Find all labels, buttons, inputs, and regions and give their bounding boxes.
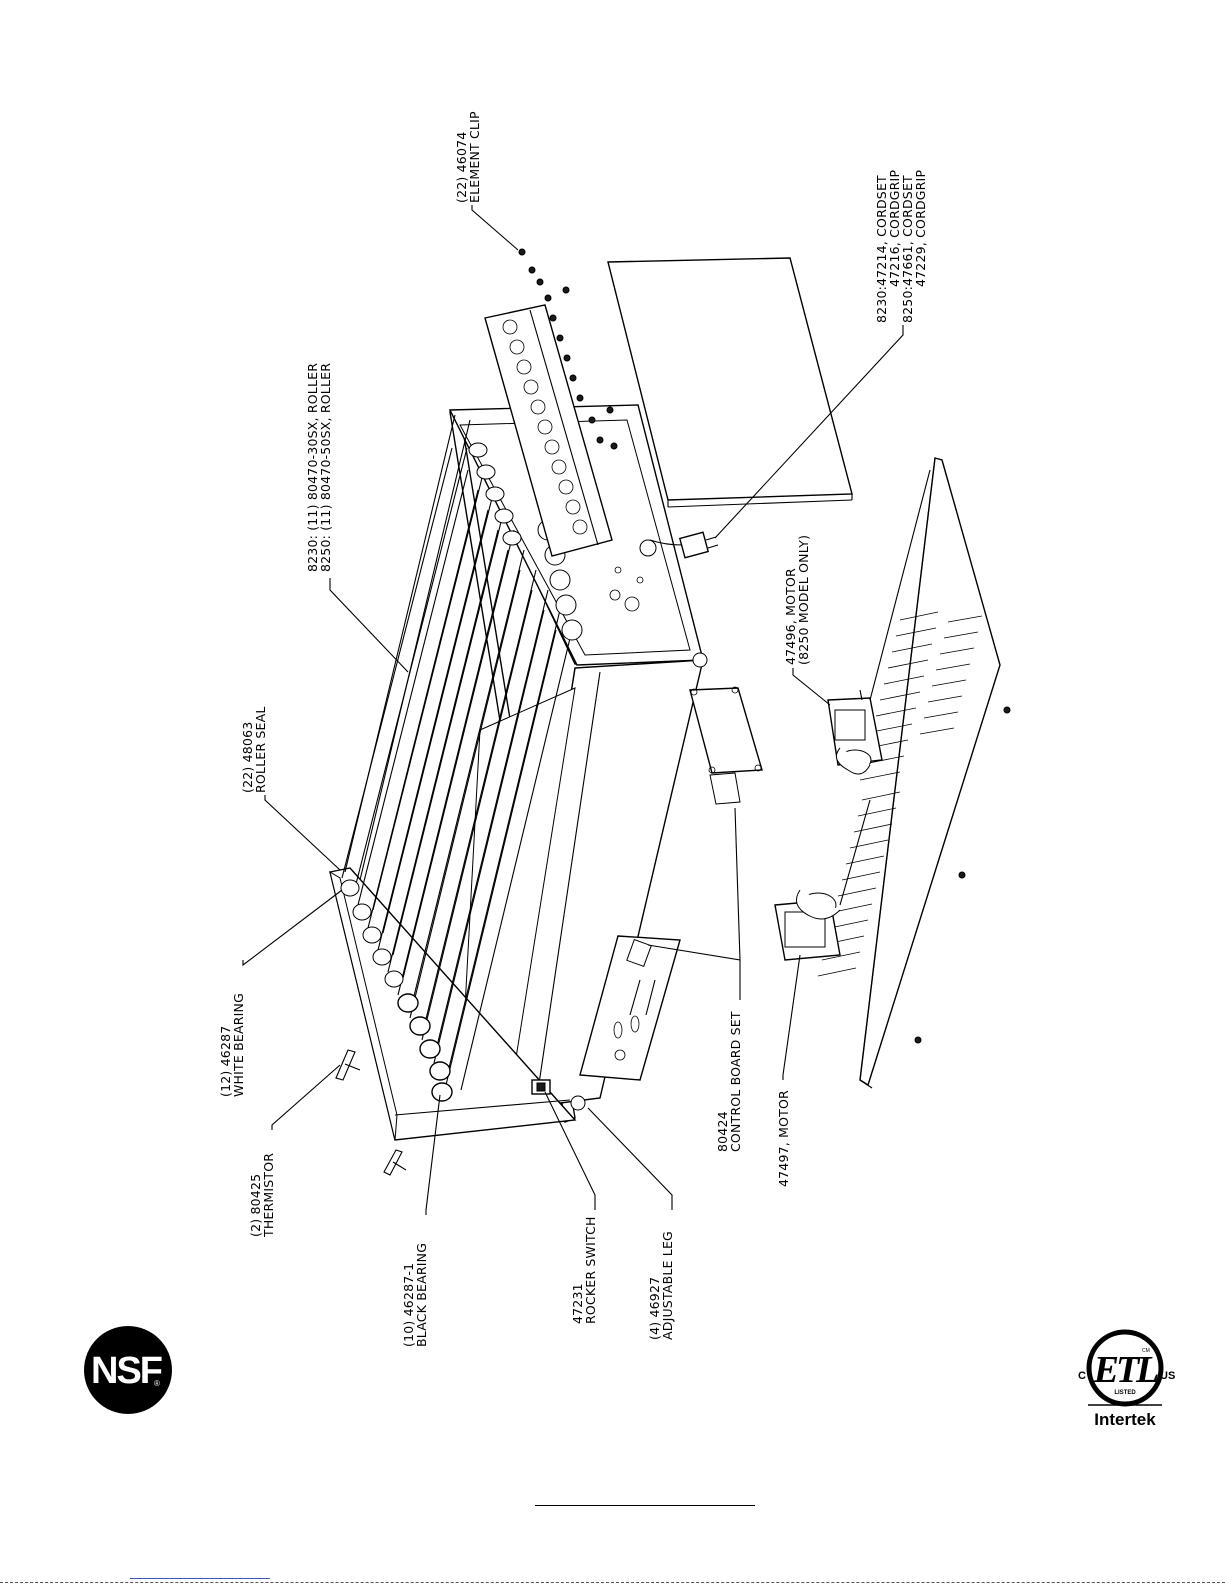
callout-cordset: 8230:47214, CORDSET 47216, CORDGRIP 8250… bbox=[874, 170, 928, 323]
thermistors bbox=[335, 1049, 407, 1176]
control-panel bbox=[531, 935, 681, 1095]
callout-black-bearing: (10) 46287-1 BLACK BEARING bbox=[401, 1243, 429, 1347]
roller-seal-name: ROLLER SEAL bbox=[253, 706, 268, 793]
callout-element-clip: (22) 46074 ELEMENT CLIP bbox=[454, 111, 482, 203]
callout-thermistor: (2) 80425 THERMISTOR bbox=[248, 1153, 276, 1238]
white-bearing-qty: (12) 46287 bbox=[218, 1026, 233, 1097]
adjustable-leg-name: ADJUSTABLE LEG bbox=[660, 1231, 675, 1340]
cordset-line-4: 47229, CORDGRIP bbox=[913, 170, 928, 287]
page-bottom-rule bbox=[0, 1582, 1225, 1583]
roller-seal-qty: (22) 48063 bbox=[240, 722, 255, 793]
cordset-plug bbox=[649, 531, 719, 559]
cordset-line-1: 8230:47214, CORDSET bbox=[874, 175, 889, 323]
element-clip-qty: (22) 46074 bbox=[454, 132, 469, 203]
etl-logo-text: ETL bbox=[1093, 1349, 1159, 1391]
cordset-line-2: 47216, CORDGRIP bbox=[887, 170, 902, 287]
vents bbox=[817, 611, 983, 977]
rollers bbox=[341, 442, 657, 1091]
motor-main bbox=[774, 889, 841, 961]
etl-logo-c: C bbox=[1078, 1370, 1086, 1382]
etl-logo-cm: CM bbox=[1142, 1348, 1150, 1354]
adjustable-leg-qty: (4) 46927 bbox=[647, 1277, 662, 1340]
element-clip-name: ELEMENT CLIP bbox=[467, 111, 482, 203]
callout-rocker-switch: 47231 ROCKER SWITCH bbox=[570, 1216, 598, 1324]
nsf-logo: NSF ® bbox=[84, 1326, 172, 1414]
etl-logo-listed: LISTED bbox=[1114, 1390, 1136, 1396]
motor-8250-line-1: 47496, MOTOR bbox=[783, 568, 798, 665]
control-board-name: CONTROL BOARD SET bbox=[728, 1011, 743, 1152]
rocker-switch-name: ROCKER SWITCH bbox=[583, 1216, 598, 1324]
link-underline bbox=[130, 1578, 270, 1579]
white-bearing-name: WHITE BEARING bbox=[231, 993, 246, 1097]
motor-line-1: 47497, MOTOR bbox=[776, 1090, 791, 1187]
black-bearing-name: BLACK BEARING bbox=[414, 1243, 429, 1347]
roller-line-1: 8230: (11) 80470-30SX, ROLLER bbox=[305, 363, 320, 572]
roller-line-2: 8250: (11) 80470-50SX, ROLLER bbox=[318, 363, 333, 572]
intertek-text: Intertek bbox=[1094, 1410, 1156, 1429]
leader-lines bbox=[242, 205, 904, 1215]
thermistor-qty: (2) 80425 bbox=[248, 1174, 263, 1237]
callout-motor-8250: 47496, MOTOR (8250 MODEL ONLY) bbox=[783, 535, 811, 665]
callout-roller-seal: (22) 48063 ROLLER SEAL bbox=[240, 706, 268, 793]
roller-strip bbox=[484, 248, 618, 557]
callout-roller: 8230: (11) 80470-30SX, ROLLER 8250: (11)… bbox=[305, 363, 333, 572]
etl-logo-us: US bbox=[1160, 1370, 1175, 1382]
black-bearing-qty: (10) 46287-1 bbox=[401, 1263, 416, 1347]
control-board bbox=[689, 686, 763, 805]
motor-8250-line-2: (8250 MODEL ONLY) bbox=[796, 535, 811, 665]
bottom-panel bbox=[817, 457, 1011, 1089]
cover-panel bbox=[607, 257, 853, 508]
thermistor-name: THERMISTOR bbox=[261, 1153, 276, 1238]
callout-white-bearing: (12) 46287 WHITE BEARING bbox=[218, 993, 246, 1097]
cordset-line-3: 8250:47661, CORDSET bbox=[900, 175, 915, 323]
nsf-logo-text: NSF bbox=[91, 1350, 162, 1392]
element-clips bbox=[518, 248, 618, 450]
control-board-part: 80424 bbox=[715, 1111, 730, 1152]
motor-8250 bbox=[827, 689, 883, 775]
bearings-left bbox=[340, 879, 453, 1102]
callout-control-board: 80424 CONTROL BOARD SET bbox=[715, 1011, 743, 1152]
nsf-registered-mark: ® bbox=[154, 1379, 160, 1388]
etl-logo: ETL CM LISTED C US Intertek bbox=[1078, 1329, 1175, 1429]
callout-adjustable-leg: (4) 46927 ADJUSTABLE LEG bbox=[647, 1231, 675, 1340]
signature-line bbox=[535, 1505, 755, 1506]
callout-motor: 47497, MOTOR bbox=[776, 1090, 791, 1187]
rocker-switch-part: 47231 bbox=[570, 1283, 585, 1324]
